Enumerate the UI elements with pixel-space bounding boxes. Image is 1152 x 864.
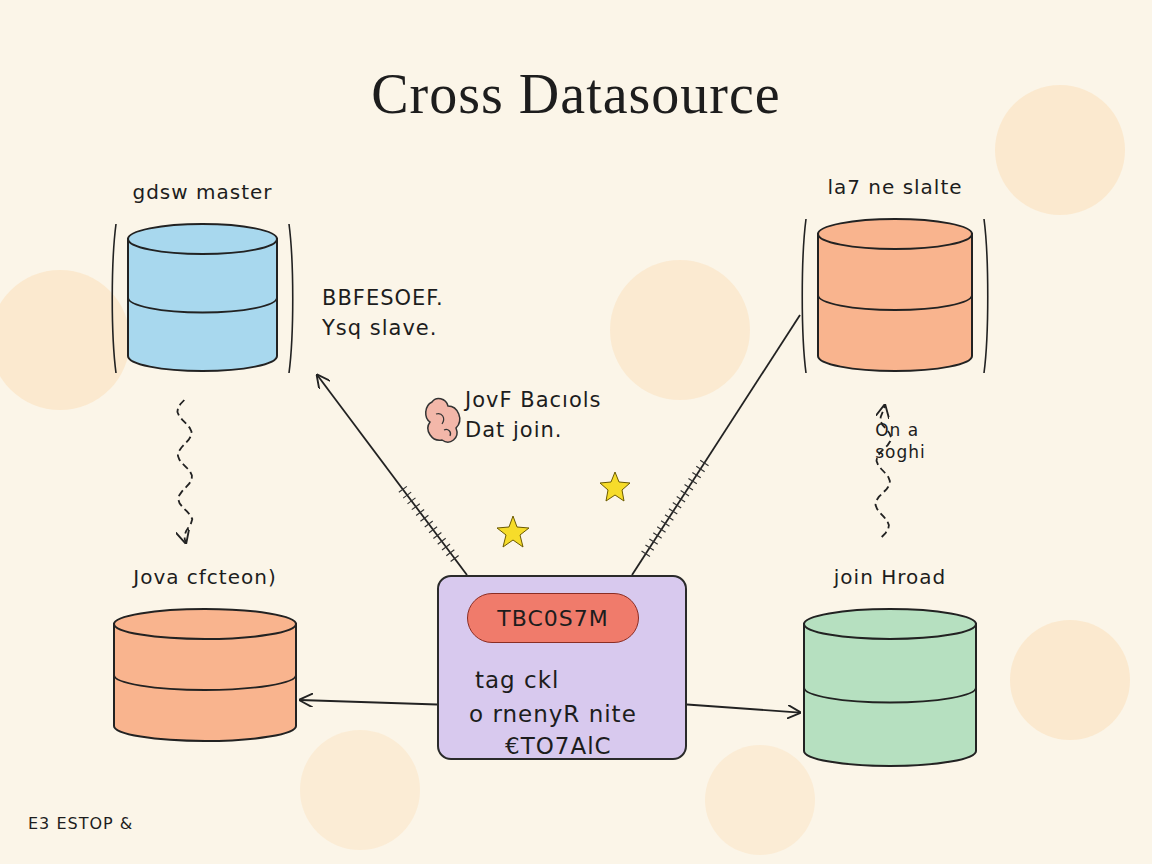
highlight-blob: TBC0S7M bbox=[467, 593, 639, 643]
note-text: JovF Bacıols Dat join. bbox=[465, 385, 643, 446]
cylinder-top bbox=[818, 219, 972, 249]
arrow-line bbox=[317, 375, 467, 575]
cylinder-top bbox=[128, 224, 277, 254]
node-heading: la7 ne slalte bbox=[780, 175, 1010, 199]
edge-label: On a soghi bbox=[875, 419, 965, 463]
arrow-line bbox=[687, 705, 800, 713]
paint-blob bbox=[705, 745, 815, 855]
cylinder-top bbox=[114, 609, 296, 639]
cylinder-body bbox=[114, 624, 296, 741]
paint-blob bbox=[1010, 620, 1130, 740]
node-heading: Jova cfcteon) bbox=[90, 565, 320, 589]
cylinder-shape bbox=[110, 607, 300, 745]
star-doodle bbox=[497, 516, 529, 547]
cylinder-ring bbox=[818, 295, 972, 310]
hatch-marks bbox=[645, 458, 707, 554]
cylinder-ring bbox=[804, 688, 976, 703]
hatch-marks bbox=[400, 485, 455, 559]
cylinder-body bbox=[818, 234, 972, 371]
node-text: o rnenyR nite bbox=[469, 701, 637, 727]
node-heading: join Hroad bbox=[780, 565, 1000, 589]
cylinder-ring bbox=[114, 675, 296, 690]
paint-blob bbox=[0, 270, 130, 410]
arrow-line bbox=[300, 700, 437, 705]
process-box: tag ckl o rnenyR nite €TO7AlC TBC0S7M bbox=[437, 575, 687, 760]
cylinder-body bbox=[804, 624, 976, 766]
node-heading: gdsw master bbox=[90, 180, 315, 204]
database-node: la7 ne slalte bbox=[800, 175, 990, 375]
arrow-line bbox=[632, 315, 800, 575]
bracket-line bbox=[984, 219, 988, 373]
note-text: BBFESOEF. Ysq slave. bbox=[322, 283, 482, 344]
cylinder-top bbox=[804, 609, 976, 639]
paint-blob bbox=[300, 730, 420, 850]
paint-blob bbox=[995, 85, 1125, 215]
database-node: Jova cfcteon) bbox=[110, 565, 300, 745]
cylinder-shape bbox=[110, 222, 295, 375]
paint-blob bbox=[610, 260, 750, 400]
star-doodle bbox=[600, 472, 630, 501]
bracket-line bbox=[112, 224, 116, 373]
node-text: tag ckl bbox=[475, 667, 559, 693]
brain-doodle bbox=[426, 399, 460, 443]
node-text: TBC0S7M bbox=[497, 606, 608, 631]
cylinder-shape bbox=[800, 217, 990, 375]
database-node: join Hroad bbox=[800, 565, 980, 770]
cylinder-shape bbox=[800, 607, 980, 770]
cylinder-ring bbox=[128, 298, 277, 313]
dashed-link bbox=[177, 400, 192, 543]
cylinder-body bbox=[128, 239, 277, 371]
bracket-line bbox=[802, 219, 806, 373]
diagram-title: Cross Datasource bbox=[0, 62, 1152, 126]
database-node: gdsw master bbox=[110, 180, 295, 375]
node-text: €TO7AlC bbox=[505, 733, 612, 759]
note-text: E3 ESTOP & bbox=[28, 812, 228, 835]
bracket-line bbox=[289, 224, 293, 373]
